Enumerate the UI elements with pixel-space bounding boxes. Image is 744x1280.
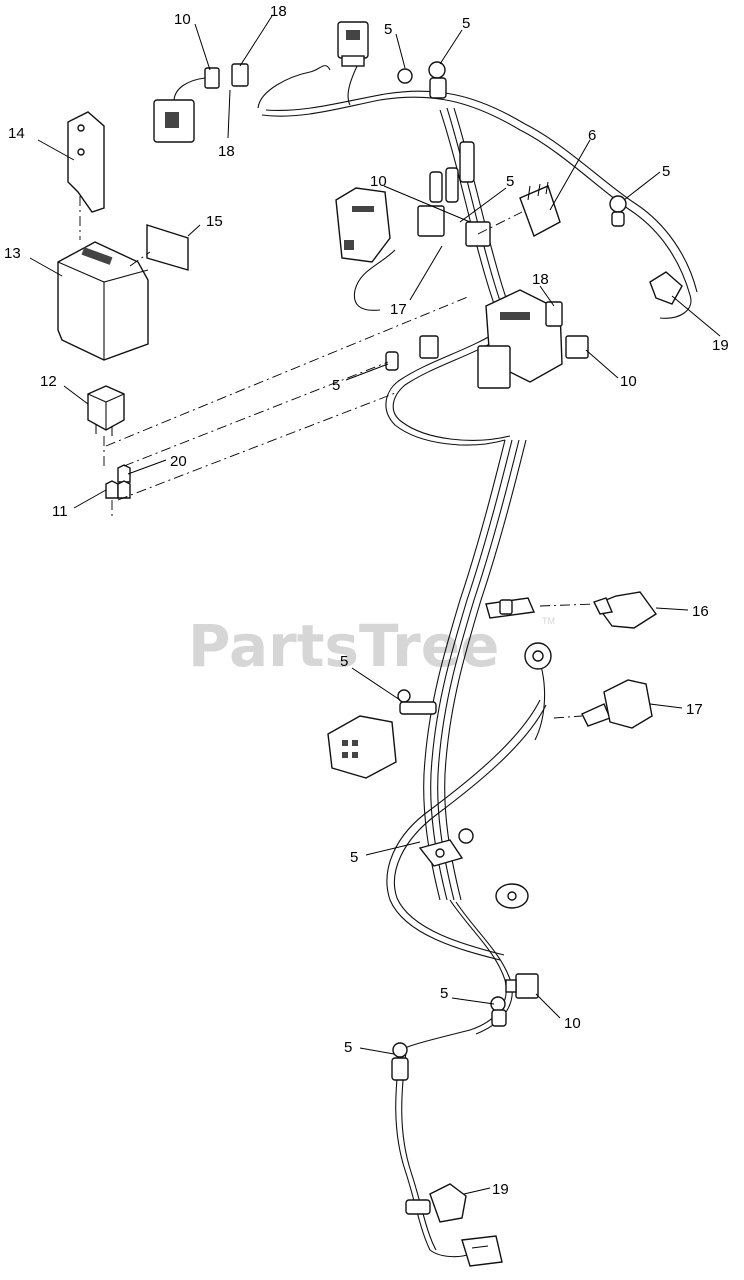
callout-17-upper: 17: [390, 301, 407, 318]
clip-10-lower: [505, 973, 539, 999]
callout-12: 12: [40, 373, 57, 390]
main-harness: [257, 59, 698, 1258]
callout-15: 15: [206, 213, 223, 230]
callout-5-top-a: 5: [384, 21, 392, 38]
ring-terminal-mid: [418, 828, 474, 867]
callout-18-top: 18: [270, 3, 287, 20]
cable-tie-mid-left: [385, 335, 439, 371]
callout-labels: 10 18 18 5 5 14 15 13 10 5 6 5 17 18 19 …: [4, 3, 729, 1198]
terminals: [105, 464, 131, 499]
relay: [87, 385, 125, 436]
callout-5-mid-left: 5: [332, 377, 340, 394]
callout-13: 13: [4, 245, 21, 262]
watermark-trademark: TM: [542, 616, 555, 626]
cable-tie-top: [397, 61, 447, 99]
callout-19-lower: 19: [492, 1181, 509, 1198]
callout-6: 6: [588, 127, 596, 144]
callout-5-bottom-a: 5: [440, 985, 448, 1002]
assembly-lines: [79, 196, 595, 719]
callout-17-lower: 17: [686, 701, 703, 718]
fuse-bracket: [67, 111, 105, 213]
callout-5-right: 5: [662, 163, 670, 180]
connector-cluster: [417, 141, 491, 247]
callout-20: 20: [170, 453, 187, 470]
callout-5-top-b: 5: [462, 15, 470, 32]
ring-terminal-lower: [495, 883, 529, 909]
callout-11: 11: [52, 503, 68, 520]
callout-19-upper: 19: [712, 337, 729, 354]
callout-5-mid: 5: [506, 173, 514, 190]
connector-upper-left: [153, 63, 249, 143]
connector-part-6: [519, 181, 561, 237]
callout-10-right: 10: [620, 373, 637, 390]
leader-lines: [29, 15, 721, 1195]
connector-bottom: [461, 1235, 503, 1267]
cable-tie-lower: [397, 689, 437, 715]
clip-19-upper: [649, 271, 683, 305]
callout-18-mid: 18: [532, 271, 549, 288]
callout-5-lower: 5: [340, 653, 348, 670]
callout-14: 14: [8, 125, 25, 142]
connector-top: [337, 21, 369, 67]
callout-5-ring: 5: [350, 849, 358, 866]
callout-10-mid: 10: [370, 173, 387, 190]
connector-main: [477, 289, 589, 389]
label-decal: [146, 224, 189, 271]
callout-18-lower: 18: [218, 143, 235, 160]
cable-tie-lower-2: [391, 996, 507, 1081]
callout-5-bottom-b: 5: [344, 1039, 352, 1056]
connector-lower-left: [327, 715, 397, 779]
callout-10-top: 10: [174, 11, 191, 28]
callout-16: 16: [692, 603, 709, 620]
connector-17: [581, 679, 653, 729]
callout-10-bottom: 10: [564, 1015, 581, 1032]
watermark: PartsTree TM: [188, 612, 555, 680]
ring-terminal-upper: [524, 642, 552, 670]
connector-8pin: [335, 187, 391, 263]
clip-19-lower: [405, 1183, 467, 1223]
connector-16: [485, 591, 658, 629]
cable-tie-right: [609, 195, 627, 227]
fuse-block: [57, 241, 149, 361]
